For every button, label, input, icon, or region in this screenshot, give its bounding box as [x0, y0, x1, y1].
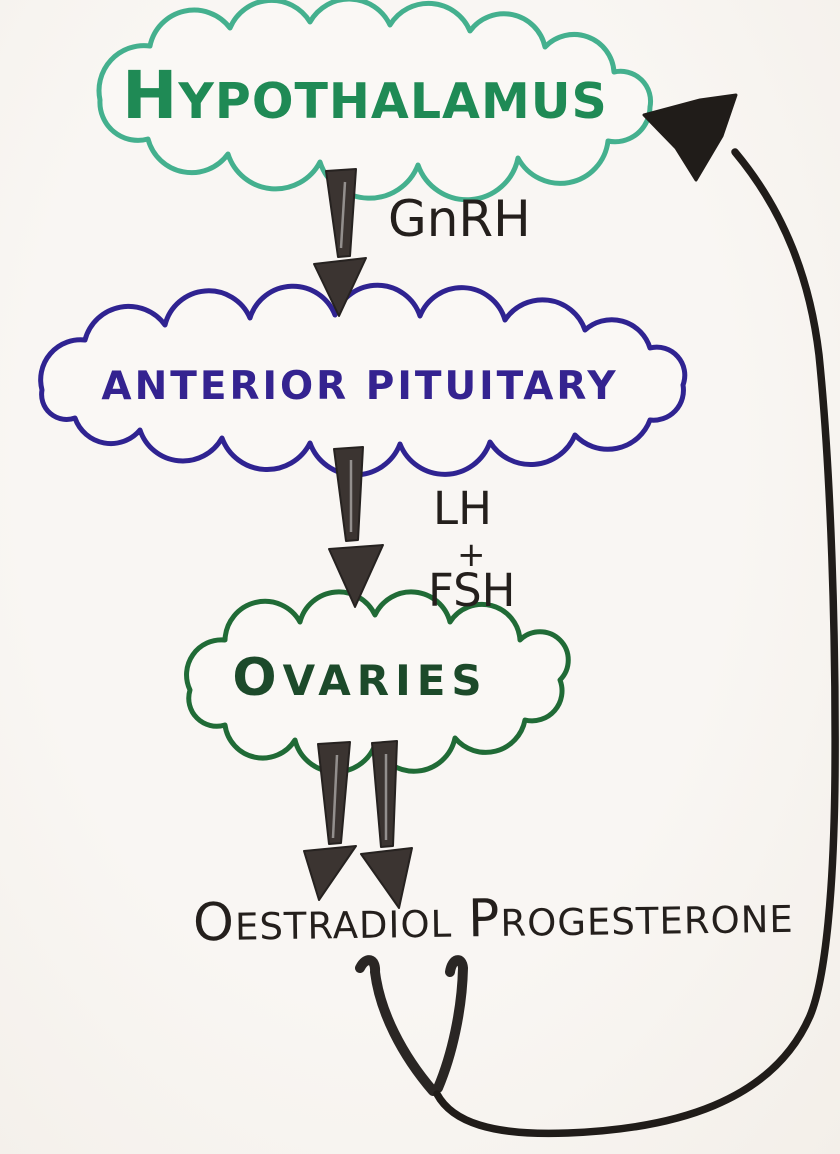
node-anterior-pituitary-label: ANTERIOR PITUITARY	[56, 348, 664, 424]
oestradiol-arrow	[303, 741, 357, 901]
progesterone-text: PROGESTERONE	[467, 888, 794, 950]
feedback-converging-strokes	[355, 955, 469, 1096]
lh-label: LH	[433, 482, 492, 535]
hypothalamus-cloud-outline	[96, 0, 654, 203]
anterior-pituitary-cloud-outline	[38, 282, 688, 478]
ovarian-hormones-label: OESTRADIOL PROGESTERONE	[192, 888, 794, 954]
feedback-loop-arrow	[433, 148, 839, 1138]
gnrh-arrow	[313, 168, 367, 317]
progesterone-arrow	[360, 740, 413, 909]
hypothalamus-text: HYPOTHALAMUS	[122, 57, 608, 134]
node-ovaries-label: OVARIES	[200, 640, 520, 716]
lh-fsh-arrow	[328, 446, 384, 608]
node-hypothalamus-label: HYPOTHALAMUS	[110, 40, 620, 152]
anterior-pituitary-text: ANTERIOR PITUITARY	[101, 363, 619, 409]
plus-sign: +	[457, 535, 486, 575]
ovaries-text: OVARIES	[232, 648, 488, 708]
feedback-arrowhead	[642, 93, 738, 182]
ovaries-cloud-outline	[184, 589, 571, 775]
oestradiol-text: OESTRADIOL	[192, 892, 453, 954]
gnrh-label: GnRH	[388, 190, 531, 248]
fsh-label: FSH	[428, 564, 516, 617]
